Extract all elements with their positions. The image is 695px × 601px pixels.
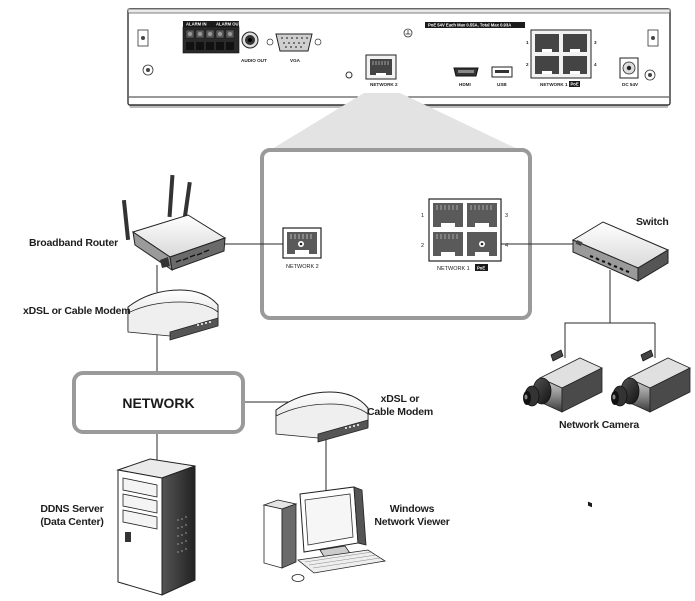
hdmi-port: HDMI (453, 67, 479, 87)
ground-icon (403, 28, 413, 38)
router-icon (121, 174, 227, 272)
nvr-left-bracket (137, 29, 154, 76)
vga-port: VGA (266, 33, 322, 63)
ddns-server-label: DDNS Server (Data Center) (30, 503, 114, 529)
broadband-router-label: Broadband Router (29, 237, 118, 249)
alarm-terminal-block: ALARM IN ALARM OUT (182, 21, 242, 54)
nvr-network1-ports: 1 2 3 4 NETWORK 1 PoE (526, 29, 597, 87)
poe-spec-band (425, 22, 525, 28)
switch-label: Switch (636, 216, 669, 228)
dc-label: DC 54V (622, 82, 639, 87)
modem-left-icon (127, 289, 219, 341)
alarm-out-label: ALARM OUT (216, 22, 242, 27)
zoom-panel (260, 148, 532, 320)
camera-right-icon (611, 349, 691, 413)
nvr-network2-label: NETWORK 2 (370, 82, 398, 87)
nvr-poe-badge: PoE (571, 82, 579, 87)
vga-label: VGA (290, 58, 301, 63)
nvr-port-4-label: 4 (594, 62, 597, 67)
zoom-port-3-label: 3 (505, 213, 508, 219)
modem-right-icon (275, 391, 369, 443)
nvr-port-3-label: 3 (594, 40, 597, 45)
dc-power-port: DC 54V (619, 57, 639, 87)
ddns-label-line1: DDNS Server (40, 503, 104, 515)
viewer-label-line2: Network Viewer (374, 516, 450, 528)
modem-right-label-line2: Cable Modem (366, 406, 434, 418)
zoom-network1-label: NETWORK 1 (437, 266, 470, 272)
network-camera-label: Network Camera (559, 419, 640, 431)
nvr-port-1-label: 1 (526, 40, 529, 45)
camera-left-icon (523, 349, 603, 413)
zoom-network2-port: NETWORK 2 (282, 227, 322, 270)
nvr-network2-port: NETWORK 2 (365, 54, 398, 87)
modem-left-label: xDSL or Cable Modem (23, 305, 131, 317)
nvr-right-bracket (644, 29, 659, 81)
nvr-port-2-label: 2 (526, 62, 529, 67)
poe-spec-label: PoE 54V Each Max 0.55A, Total Max 0.93A (428, 23, 511, 28)
audio-out-label: AUDIO OUT (241, 58, 267, 63)
viewer-label-line1: Windows (389, 503, 435, 515)
zoom-network2-label: NETWORK 2 (286, 264, 319, 270)
pc-workstation-icon (262, 486, 387, 582)
zoom-port-1-label: 1 (421, 213, 424, 219)
hdmi-label: HDMI (459, 82, 471, 87)
zoom-network1-ports: 1 2 3 4 NETWORK 1 PoE (421, 198, 508, 272)
switch-icon (571, 221, 670, 508)
modem-right-label-line1: xDSL or (380, 393, 420, 405)
zoom-port-4-label: 4 (505, 243, 508, 249)
zoom-port-2-label: 2 (421, 243, 424, 249)
usb-port: USB (491, 66, 513, 87)
audio-out-port: AUDIO OUT (241, 31, 267, 63)
network-cloud-box: NETWORK (72, 371, 245, 434)
zoom-poe-badge: PoE (477, 266, 485, 271)
modem-right-label: xDSL or Cable Modem (362, 393, 438, 419)
ddns-label-line2: (Data Center) (40, 516, 104, 528)
windows-viewer-label: Windows Network Viewer (370, 503, 454, 529)
server-tower-icon (116, 458, 196, 596)
alarm-in-label: ALARM IN (186, 22, 206, 27)
usb-label: USB (497, 82, 507, 87)
nvr-network1-label: NETWORK 1 (540, 82, 568, 87)
network-label: NETWORK (122, 395, 194, 411)
zoom-projection (262, 93, 530, 155)
